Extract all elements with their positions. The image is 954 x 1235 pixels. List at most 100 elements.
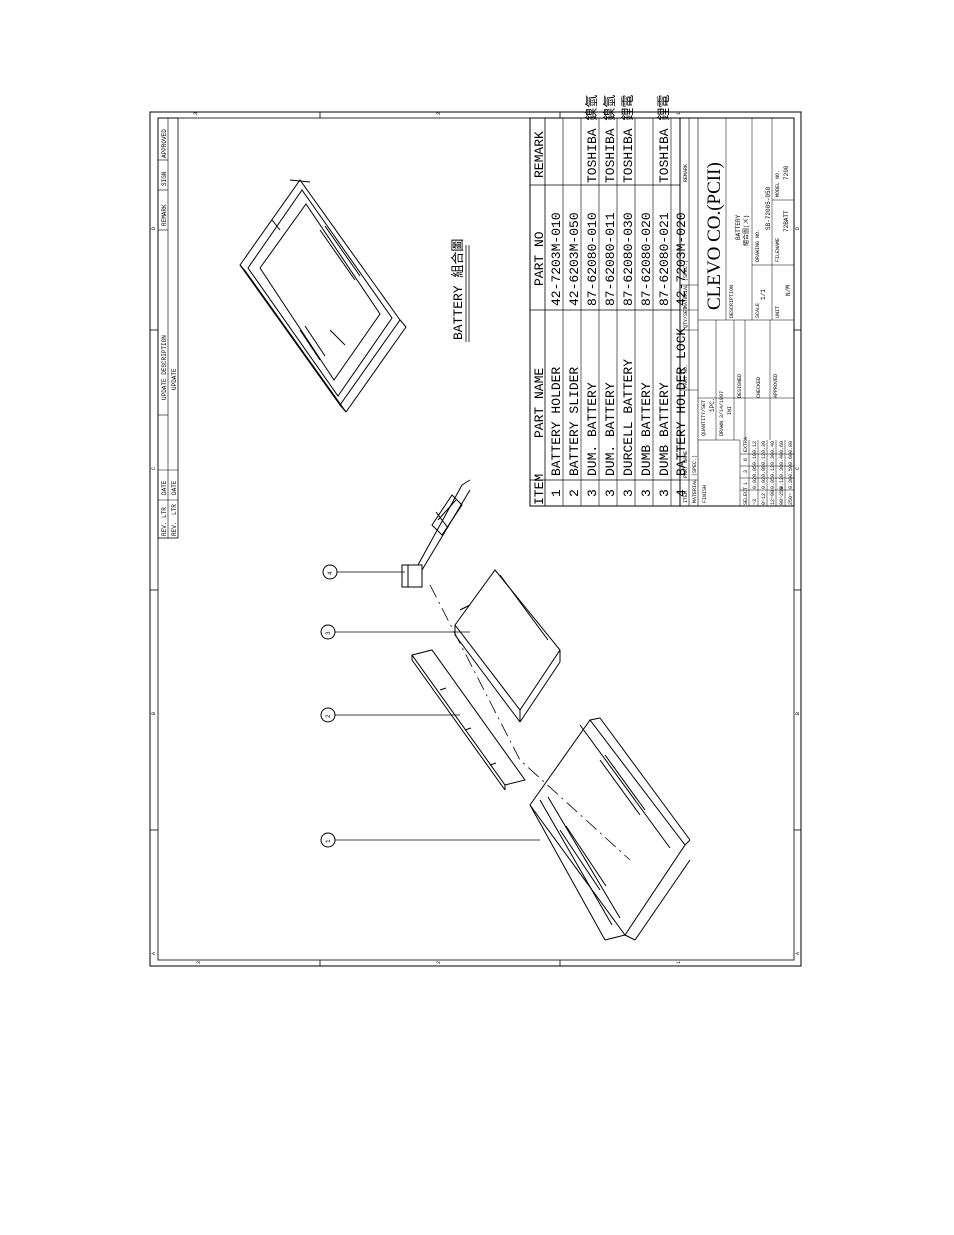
svg-text:0.60: 0.60 [788, 453, 794, 465]
model-value: 7200 [783, 165, 790, 180]
filename-label: FILENAME [775, 238, 781, 262]
svg-text:1: 1 [743, 482, 749, 485]
rev-row-ltr: LTR [171, 504, 178, 515]
rev-row-date: DATE [171, 480, 178, 495]
callout-label-1: 1 [325, 839, 332, 843]
model-label: MODEL NO. [775, 170, 781, 197]
rev-header-date: DATE [161, 480, 168, 495]
svg-text:0.05: 0.05 [770, 477, 776, 489]
rev-header-approved: APPROVED [161, 129, 168, 158]
zone-right-2: C [795, 467, 801, 470]
svg-text:0.12: 0.12 [770, 465, 776, 477]
svg-text:42-7203M-010: 42-7203M-010 [549, 212, 564, 306]
svg-text:1: 1 [549, 489, 564, 497]
callout-label-2: 2 [325, 714, 332, 718]
bom-table: ITEM PART NAME PART NO REMARK 1 BATTERY … [529, 95, 689, 507]
approved-label: APPROVED [773, 374, 779, 398]
svg-text:0~12: 0~12 [761, 493, 767, 505]
svg-text:BATTERY SLIDER: BATTERY SLIDER [567, 367, 582, 476]
zone-bottom-1: 3 [196, 961, 202, 964]
rev-header-desc: UPDATE DESCRIPTION [161, 335, 168, 400]
zone-left-1: D [151, 227, 157, 230]
bom-header-part-name: PART NAME [532, 368, 547, 438]
material-label: MATERIAL (SPEC.) [692, 455, 698, 503]
svg-text:BATTERY 組合圖: BATTERY 組合圖 [451, 239, 466, 340]
svg-text:0.12: 0.12 [752, 441, 758, 453]
callout-1: 1 [320, 832, 540, 848]
svg-text:~3: ~3 [752, 499, 758, 505]
drawing-no-value: SB-72005-050 [765, 186, 772, 230]
rev-header-remark: REMARK [161, 204, 168, 226]
svg-text:0.30: 0.30 [788, 477, 794, 489]
bom-row: 3 DUM. BATTERY 87-62080-011 TOSHIBA 鎳氫 [602, 95, 618, 497]
unit-value: N/M [785, 285, 792, 296]
quantity-label: QUANTITY/SET [701, 400, 707, 436]
svg-text:3: 3 [621, 489, 636, 497]
svg-text:0.05: 0.05 [752, 465, 758, 477]
bom-row: 3 DUMB BATTERY 87-62080-021 TOSHIBA 鋰電 [657, 95, 672, 497]
footer-material-label: MATERIAL (SPEC.) [683, 260, 689, 308]
bom-header-part-no: PART NO [532, 231, 547, 286]
svg-text:3: 3 [639, 489, 654, 497]
svg-text:TOSHIBA 鋰電: TOSHIBA 鋰電 [657, 95, 672, 183]
svg-text:4: 4 [674, 489, 689, 497]
svg-text:0.60: 0.60 [779, 441, 785, 453]
svg-text:0.50: 0.50 [788, 465, 794, 477]
footer-item-label: ITEM [683, 491, 689, 503]
svg-text:DURCELL BATTERY: DURCELL BATTERY [621, 359, 636, 476]
description-label: DESCRIPTION [729, 285, 735, 318]
drawn-date: 3/14/1997 [719, 391, 725, 418]
bom-row: 4 BATTERY HOLDER LOCK 42-7203M-020 [674, 212, 689, 497]
bom-header-item: ITEM [532, 474, 547, 505]
zone-bottom-2: 2 [436, 961, 442, 964]
filename-value: 72BATT [783, 210, 790, 232]
tolerance-row: 0~12 0.02 0.08 0.12 0.30 [761, 441, 767, 505]
revision-block: REV. LTR DATE UPDATE DESCRIPTION REMARK … [157, 117, 179, 539]
scale-label: SCALE [755, 303, 761, 318]
zone-right-4: A [795, 952, 801, 955]
drawn-by: INI [727, 406, 733, 415]
svg-text:0.02: 0.02 [761, 477, 767, 489]
checked-label: CHECKED [756, 377, 762, 398]
svg-text:0.12: 0.12 [761, 453, 767, 465]
tolerance-row: 90~250 0.12 0.30 0.40 0.60 [779, 441, 785, 505]
rev-row-rev: REV. [171, 522, 178, 536]
footer-part-name-label: PART NAME [683, 451, 689, 478]
callout-label-4: 4 [327, 571, 334, 575]
bom-row: 3 DURCELL BATTERY 87-62080-030 TOSHIBA 鋰… [621, 95, 636, 497]
description-value: BATTERY [735, 214, 742, 240]
zone-top-3: 1 [676, 112, 682, 115]
svg-text:42-7203M-020: 42-7203M-020 [674, 212, 689, 306]
svg-text:3: 3 [603, 489, 618, 497]
svg-text:TOSHIBA 鎳氫: TOSHIBA 鎳氫 [584, 95, 600, 183]
rev-header-sign: SIGN [161, 171, 168, 186]
tolerance-row: ~3 0.02 0.05 0.10 0.12 [752, 441, 758, 505]
designed-label: DESIGNED [737, 374, 743, 398]
finish-label: FINISH [702, 485, 708, 503]
svg-text:3: 3 [657, 489, 672, 497]
svg-text:0.80: 0.80 [788, 441, 794, 453]
company-logo: CLEVO CO.(PCII) [704, 162, 725, 310]
callout-label-3: 3 [325, 631, 332, 635]
svg-text:TOSHIBA 鎳氫: TOSHIBA 鎳氫 [602, 95, 618, 183]
tolerance-row: 12~90 0.05 0.12 0.30 0.40 [770, 441, 776, 505]
svg-text:87-62080-030: 87-62080-030 [621, 212, 636, 306]
svg-text:BATTERY HOLDER: BATTERY HOLDER [549, 367, 564, 476]
svg-text:DUMB BATTERY: DUMB BATTERY [639, 382, 654, 476]
svg-text:0.08: 0.08 [761, 465, 767, 477]
rev-row-update: UPDATE [171, 368, 178, 390]
svg-text:0.40: 0.40 [770, 441, 776, 453]
svg-text:DUMB BATTERY: DUMB BATTERY [657, 382, 672, 476]
svg-text:0.30: 0.30 [770, 453, 776, 465]
svg-text:3: 3 [585, 489, 600, 497]
svg-text:2: 2 [567, 489, 582, 497]
zone-left-4: A [151, 952, 157, 955]
zone-left-2: C [151, 467, 157, 470]
svg-text:6: 6 [743, 458, 749, 461]
drawing-title: BATTERY 組合圖 [451, 239, 470, 342]
assembly-centerline [429, 584, 631, 861]
frame-inner [157, 117, 795, 961]
bom-row: 3 DUMB BATTERY 87-62080-020 [639, 212, 654, 497]
footer-remark-label: REMARK [683, 164, 689, 182]
